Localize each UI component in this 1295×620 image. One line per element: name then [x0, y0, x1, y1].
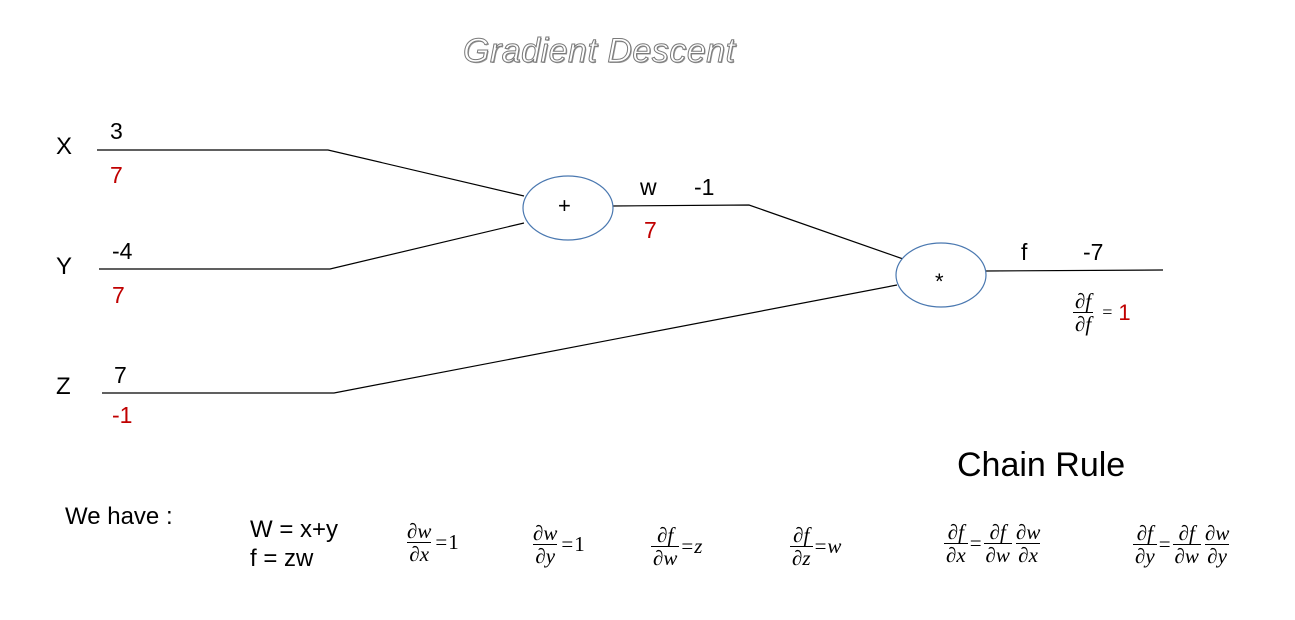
edge-x-to-add — [97, 149, 525, 197]
partial-dw-dx-denominator: ∂x — [407, 542, 432, 566]
w-value: -1 — [694, 174, 715, 200]
chain-df-dx-factor-b-numerator: ∂w — [1015, 520, 1041, 544]
chain-df-dy-factor-b-numerator: ∂w — [1204, 521, 1230, 545]
chain-df-dx-factor-a-denominator: ∂w — [983, 543, 1012, 567]
chain-df-dx-factor-a: ∂f ∂w — [983, 520, 1012, 567]
df-df-equation: ∂f ∂f = 1 — [1072, 290, 1131, 335]
partial-df-dw-fraction: ∂f ∂w — [651, 523, 680, 570]
input-z-label: Z — [56, 373, 71, 400]
chain-df-dx-lhs-denominator: ∂x — [944, 543, 968, 567]
df-df-equals: = — [1102, 302, 1113, 322]
input-y-label: Y — [56, 253, 73, 280]
chain-df-dy-factor-a-numerator: ∂f — [1178, 521, 1195, 545]
df-df-fraction: ∂f ∂f — [1073, 289, 1094, 336]
w-gradient: 7 — [644, 217, 657, 243]
chain-df-dx: ∂f ∂x = ∂f ∂w ∂w ∂x — [943, 521, 1043, 566]
input-x-label: X — [56, 133, 73, 160]
edge-mul-output — [984, 269, 1164, 272]
chain-df-dx-lhs: ∂f ∂x — [944, 521, 968, 566]
input-x-gradient: 7 — [110, 162, 123, 188]
df-df-value: 1 — [1118, 299, 1131, 325]
mul-node-symbol: * — [935, 269, 944, 294]
chain-df-dy-lhs-numerator: ∂f — [1136, 521, 1153, 545]
chain-df-dx-factor-a-numerator: ∂f — [989, 520, 1006, 544]
partial-df-dz-rhs: w — [827, 534, 842, 558]
chain-df-dy: ∂f ∂y = ∂f ∂w ∂w ∂y — [1132, 522, 1232, 567]
definition-f: f = zw — [250, 545, 314, 572]
partial-df-dw-numerator: ∂f — [657, 523, 674, 547]
partial-df-dw-denominator: ∂w — [651, 546, 680, 570]
edge-y-to-add — [99, 222, 525, 270]
chain-df-dy-equals: = — [1158, 532, 1171, 556]
partial-dw-dx-fraction: ∂w ∂x — [405, 520, 433, 565]
partial-df-dz-fraction: ∂f ∂z — [790, 524, 813, 569]
partial-df-dw-rhs: z — [694, 534, 703, 558]
partial-df-dz-numerator: ∂f — [793, 523, 810, 547]
input-y-gradient: 7 — [112, 282, 125, 308]
partial-dw-dy: ∂w ∂y = 1 — [530, 522, 585, 567]
input-x-value: 3 — [110, 118, 123, 144]
diagram-title: Gradient Descent — [463, 32, 736, 71]
partial-df-dz: ∂f ∂z = w — [789, 524, 841, 569]
f-label: f — [1021, 239, 1028, 265]
df-df-numerator: ∂f — [1075, 289, 1092, 313]
chain-df-dy-factor-a: ∂f ∂w — [1172, 521, 1201, 568]
partial-dw-dy-equals: = — [561, 532, 574, 556]
chain-df-dy-factor-b-denominator: ∂y — [1205, 544, 1229, 568]
input-z-value: 7 — [114, 362, 127, 388]
add-node-circle — [522, 175, 614, 241]
chain-df-dx-equals: = — [969, 531, 982, 555]
f-value: -7 — [1083, 239, 1104, 265]
partial-dw-dx-numerator: ∂w — [407, 519, 432, 543]
partial-df-dw: ∂f ∂w = z — [650, 524, 702, 569]
partial-dw-dx: ∂w ∂x = 1 — [404, 520, 459, 565]
edge-add-to-mul — [611, 204, 907, 261]
partial-df-dz-denominator: ∂z — [790, 546, 813, 570]
partial-dw-dy-denominator: ∂y — [533, 544, 558, 568]
df-df-denominator: ∂f — [1073, 312, 1094, 336]
partial-df-dw-equals: = — [681, 534, 694, 558]
partial-dw-dy-rhs: 1 — [574, 532, 585, 556]
we-have-label: We have : — [65, 503, 173, 530]
partial-dw-dx-rhs: 1 — [448, 530, 459, 554]
w-label: w — [640, 174, 657, 200]
input-y-value: -4 — [112, 238, 133, 264]
chain-df-dy-factor-a-denominator: ∂w — [1172, 544, 1201, 568]
chain-df-dx-lhs-numerator: ∂f — [947, 520, 964, 544]
partial-dw-dx-equals: = — [435, 530, 448, 554]
edge-z-to-mul — [102, 284, 898, 394]
partial-df-dz-equals: = — [814, 534, 827, 558]
chain-df-dx-factor-b-denominator: ∂x — [1016, 543, 1040, 567]
chain-df-dy-lhs: ∂f ∂y — [1133, 522, 1157, 567]
definition-w: W = x+y — [250, 516, 339, 543]
partial-dw-dy-numerator: ∂w — [533, 521, 558, 545]
chain-df-dy-factor-b: ∂w ∂y — [1203, 522, 1231, 567]
chain-rule-heading: Chain Rule — [957, 446, 1126, 484]
add-node-symbol: + — [558, 193, 571, 218]
partial-dw-dy-fraction: ∂w ∂y — [531, 522, 559, 567]
mul-node-circle — [895, 242, 987, 308]
chain-df-dx-factor-b: ∂w ∂x — [1014, 521, 1042, 566]
chain-df-dy-lhs-denominator: ∂y — [1133, 544, 1157, 568]
input-z-gradient: -1 — [112, 402, 133, 428]
